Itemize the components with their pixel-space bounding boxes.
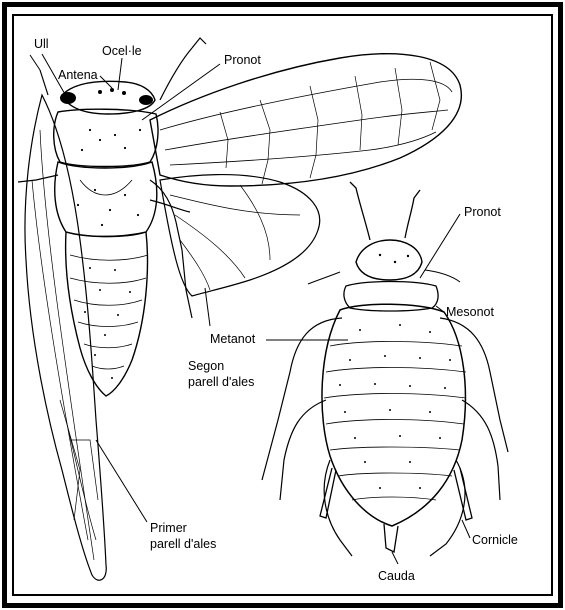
cicada-thorax — [55, 162, 157, 237]
label-primer-1: Primer — [150, 521, 187, 535]
cicada-illustration — [18, 38, 461, 580]
aphid-body — [322, 304, 465, 526]
label-antena: Antena — [58, 68, 98, 82]
label-segon-1: Segon — [188, 359, 224, 373]
leader-lines — [42, 54, 470, 564]
label-primer-2: parell d'ales — [150, 537, 216, 551]
label-segon-2: parell d'ales — [188, 375, 254, 389]
label-ocelle: Ocel·le — [102, 44, 142, 58]
cicada-eye — [60, 92, 76, 104]
label-pronot-cicada: Pronot — [224, 53, 261, 67]
label-pronot-aphid: Pronot — [464, 205, 501, 219]
aphid-cauda — [384, 524, 398, 552]
aphid-head — [356, 240, 422, 280]
label-ull: Ull — [34, 37, 49, 51]
aphid-illustration — [262, 182, 508, 556]
cicada-pronotum — [54, 109, 158, 166]
cicada-hindwing — [160, 175, 320, 296]
label-mesonot: Mesonot — [446, 305, 494, 319]
label-cauda: Cauda — [378, 569, 415, 583]
label-metanot: Metanot — [210, 332, 256, 346]
label-cornicle: Cornicle — [472, 533, 518, 547]
